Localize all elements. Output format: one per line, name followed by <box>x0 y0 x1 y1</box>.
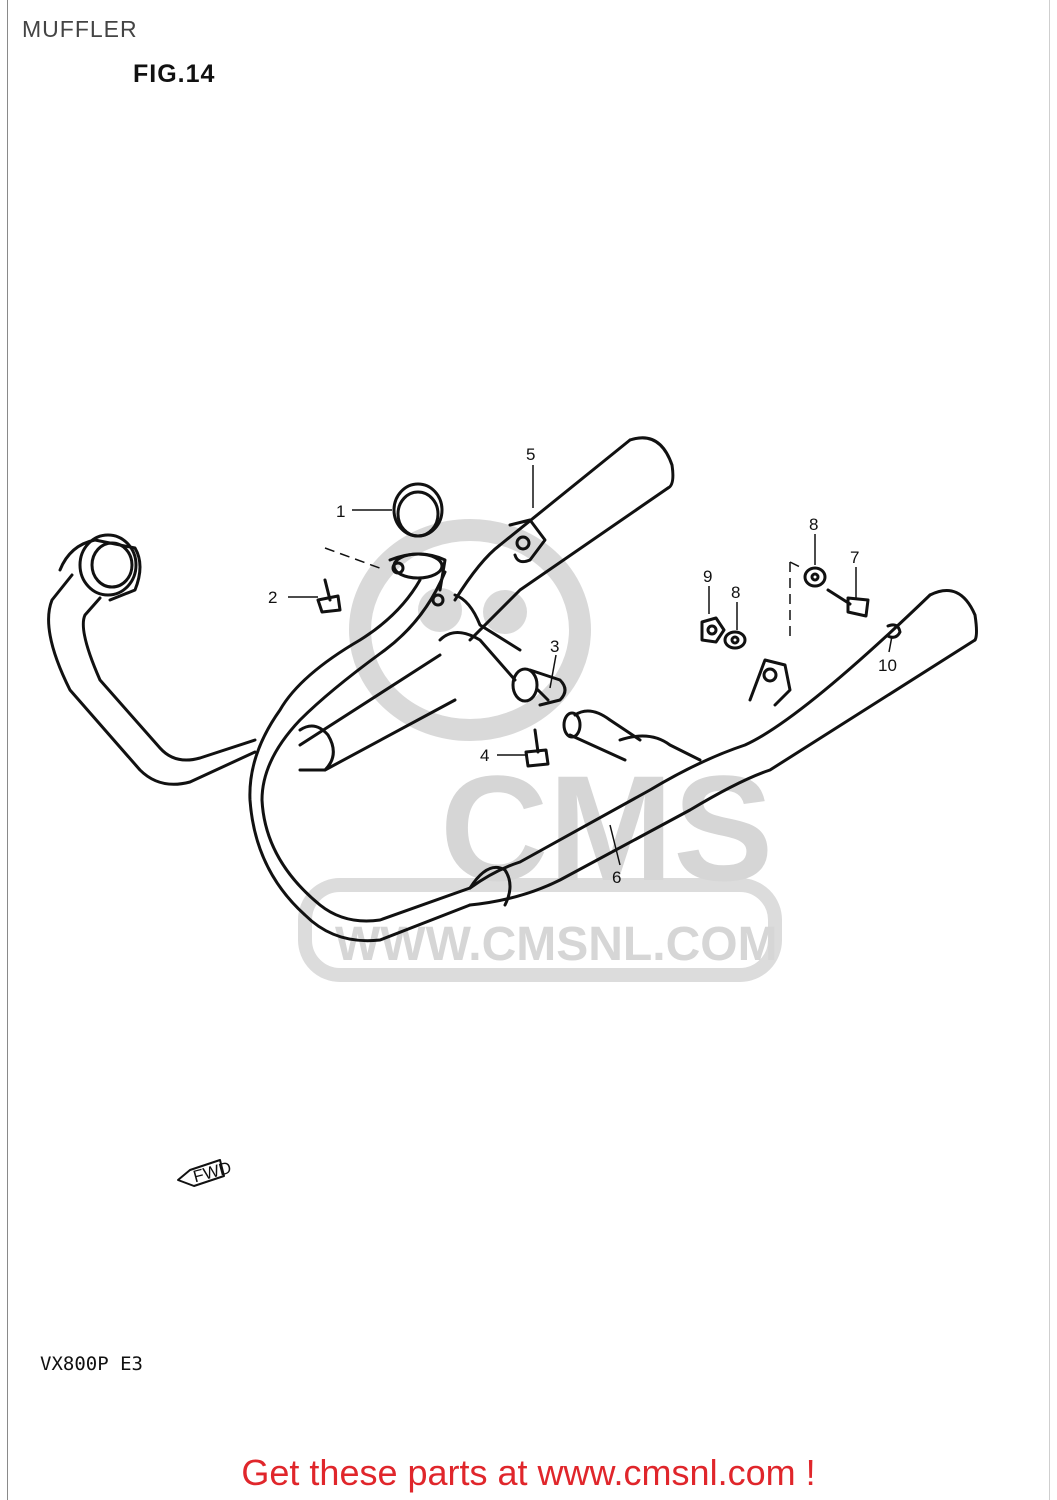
watermark-mascot <box>349 519 591 741</box>
connector-pipe <box>438 593 642 762</box>
muffler-front <box>453 436 675 642</box>
callout-7: 7 <box>850 548 859 567</box>
callout-3: 3 <box>550 637 559 656</box>
assembly-line-8 <box>789 561 803 569</box>
page-border-left <box>7 0 8 1500</box>
exhaust-pipe-front <box>47 533 257 786</box>
exhaust-pipe-rear <box>248 552 472 943</box>
callout-4: 4 <box>480 746 489 765</box>
callout-8-upper: 8 <box>809 515 818 534</box>
callout-10: 10 <box>878 656 897 675</box>
figure-number: FIG.14 <box>133 60 216 88</box>
bolt-item-4 <box>524 728 550 768</box>
callout-1: 1 <box>336 502 345 521</box>
watermark-url: WWW.CMSNL.COM <box>335 918 778 971</box>
forward-direction-arrow-icon <box>177 1159 225 1187</box>
callout-2: 2 <box>268 588 277 607</box>
callout-9: 9 <box>703 567 712 586</box>
bolt-item-7 <box>826 588 870 618</box>
watermark-logo: CMS <box>440 744 773 912</box>
page-title: MUFFLER <box>22 16 138 42</box>
page-border-right <box>1049 0 1050 1500</box>
bolt-item-2 <box>316 578 342 614</box>
gasket-ring <box>392 482 444 538</box>
model-code: VX800P E3 <box>40 1353 143 1375</box>
get-parts-link[interactable]: Get these parts at www.cmsnl.com ! <box>241 1452 816 1493</box>
washer-item-8-lower <box>723 630 747 650</box>
muffler-rear <box>468 589 978 907</box>
nut-item-9 <box>700 616 726 644</box>
assembly-line-2 <box>324 547 386 571</box>
callout-8-lower: 8 <box>731 583 740 602</box>
callout-6: 6 <box>612 868 621 887</box>
watermark: CMS WWW.CMSNL.COM <box>298 519 782 982</box>
callout-5: 5 <box>526 445 535 464</box>
forward-direction-label: FWD <box>191 1158 233 1186</box>
washer-item-8-upper <box>803 566 827 588</box>
